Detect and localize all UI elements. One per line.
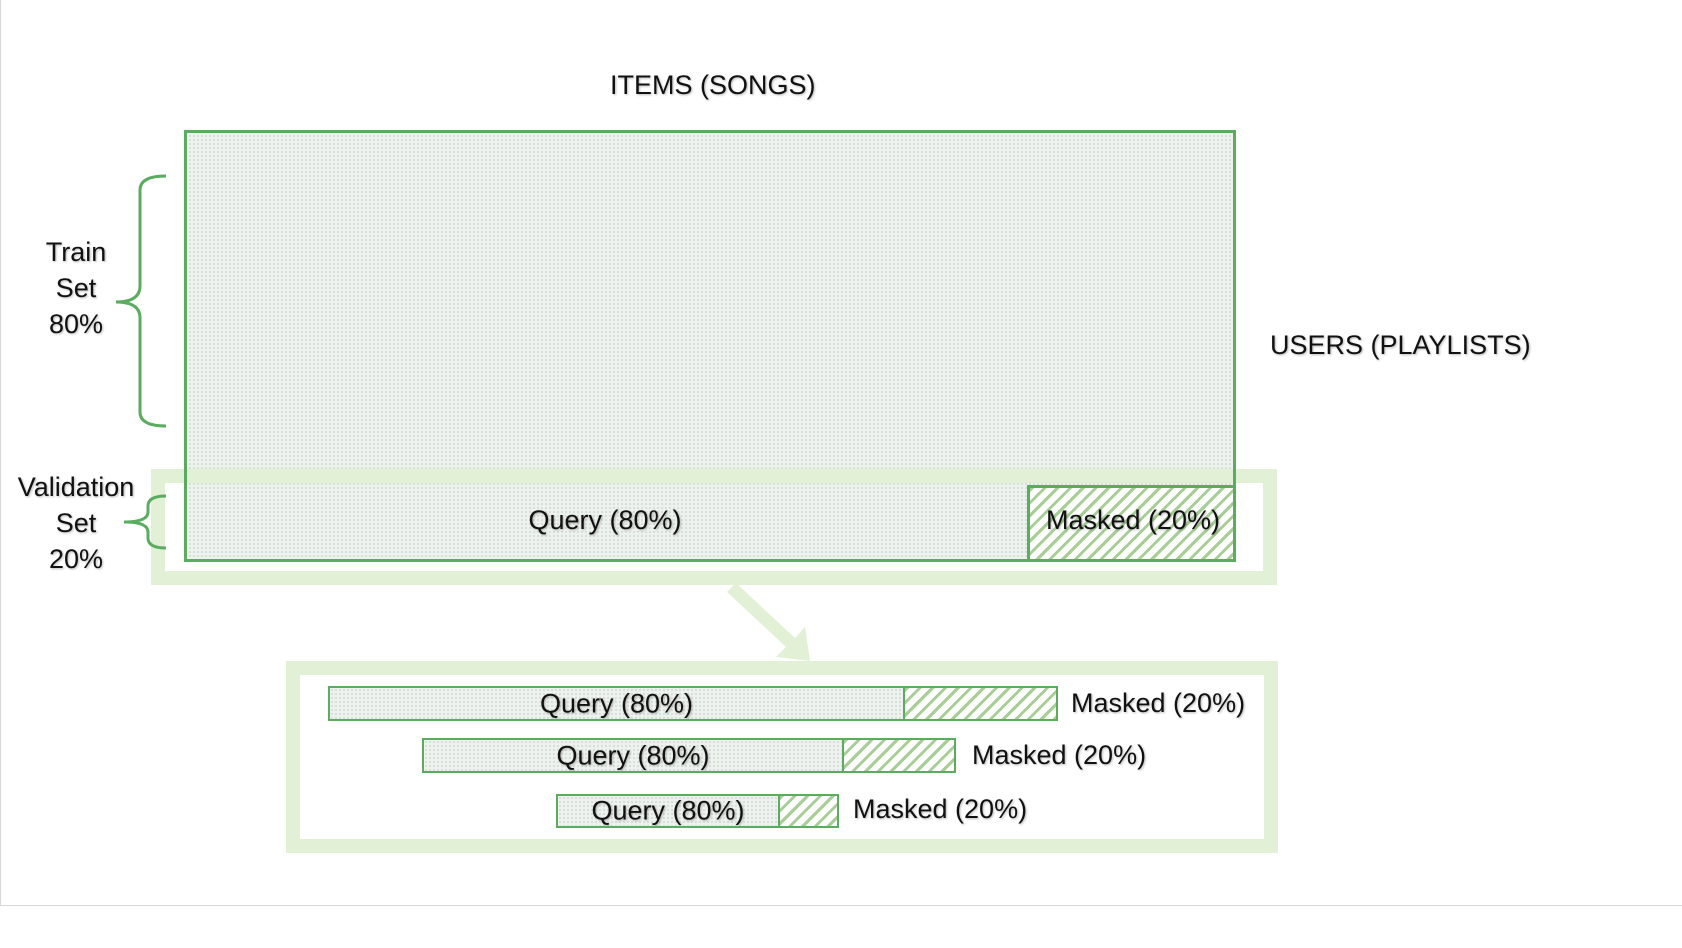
train-set-line-2: Set (55, 273, 97, 303)
row-3-masked-label: Masked (20%) (853, 794, 1028, 824)
train-set-line-1: Train (45, 237, 107, 267)
sample-bar-row-3: Query (80%) (556, 794, 839, 828)
page-bottom-edge (0, 905, 1682, 906)
interaction-matrix (184, 130, 1236, 562)
row-3-masked-segment (778, 796, 837, 826)
row-3-query-segment (558, 796, 778, 826)
validation-set-label: Validation Set 20% (8, 469, 144, 577)
row-2-masked-label: Masked (20%) (972, 740, 1147, 770)
samples-highlight-frame (286, 661, 1278, 853)
row-1-masked-segment (903, 688, 1056, 719)
validation-set-line-1: Validation (17, 472, 135, 502)
validation-set-line-3: 20% (48, 544, 104, 574)
main-masked-label: Masked (20%) (1045, 505, 1221, 535)
row-1-query-label: Query (80%) (539, 688, 694, 718)
down-arrow-icon (727, 583, 810, 661)
row-2-masked-segment (842, 740, 954, 771)
row-3-query-label: Query (80%) (591, 795, 745, 826)
row-1-masked-label: Masked (20%) (1071, 688, 1246, 718)
items-axis-label: ITEMS (SONGS) (610, 70, 816, 100)
row-2-query-segment (424, 740, 842, 771)
users-axis-label: USERS (PLAYLISTS) (1270, 330, 1531, 360)
train-set-label: Train Set 80% (20, 234, 132, 342)
sample-bar-row-1: Query (80%) (328, 686, 1058, 721)
sample-bar-row-2: Query (80%) (422, 738, 956, 773)
train-set-line-3: 80% (48, 309, 104, 339)
row-1-query-segment (330, 688, 903, 719)
validation-set-line-2: Set (55, 508, 97, 538)
main-masked-block (1027, 485, 1236, 562)
row-2-query-label: Query (80%) (556, 740, 710, 770)
main-query-label: Query (80%) (528, 505, 682, 535)
page-left-edge (0, 0, 1, 906)
matrix-border (184, 130, 1236, 562)
